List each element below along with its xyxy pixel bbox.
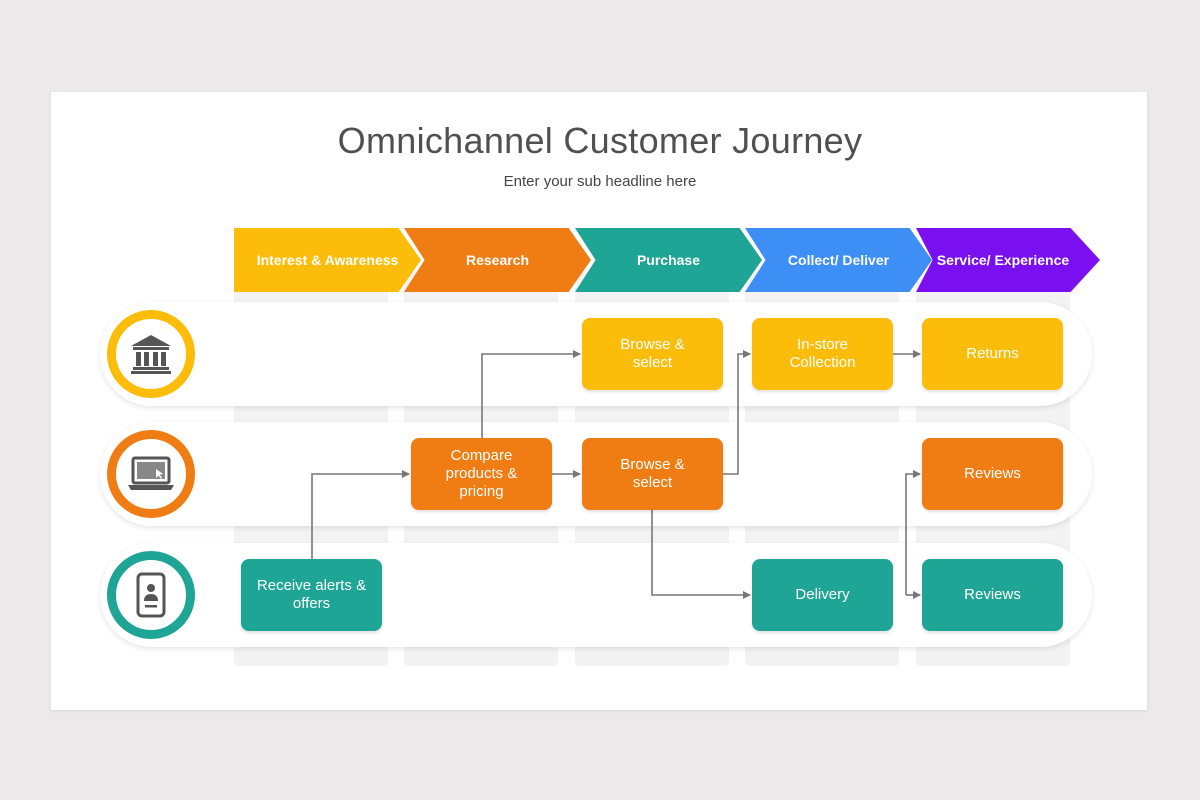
stage-label: Service/ Experience — [936, 252, 1070, 268]
box-instore-collection: In-store Collection — [752, 318, 893, 390]
box-label: Returns — [966, 345, 1019, 362]
box-label: Reviews — [964, 586, 1021, 603]
stage-label: Research — [465, 252, 530, 268]
lane-icon-web — [107, 430, 195, 518]
bank-icon — [131, 335, 171, 374]
box-label: Reviews — [964, 465, 1021, 482]
box-label: Browse & select — [620, 336, 685, 371]
laptop-icon — [128, 456, 174, 490]
stage-arrow-interest: Interest & Awareness — [234, 228, 421, 292]
connector-web-browse-to-delivery — [651, 510, 751, 599]
stage-label: Interest & Awareness — [256, 252, 399, 268]
connector-compare-to-store-browse — [481, 350, 581, 438]
page-title: Omnichannel Customer Journey — [337, 120, 863, 161]
box-mobile-reviews: Reviews — [922, 559, 1063, 631]
lane-icon-mobile — [107, 551, 195, 639]
box-label: In-store Collection — [789, 336, 856, 371]
connector-web-browse-to-collection — [722, 350, 751, 475]
box-returns: Returns — [922, 318, 1063, 390]
box-delivery: Delivery — [752, 559, 893, 631]
mobile-user-icon — [136, 572, 166, 618]
lane-icon-store — [107, 310, 195, 398]
stage-arrow-collect: Collect/ Deliver — [745, 228, 932, 292]
stage-label: Purchase — [636, 252, 701, 268]
stage-arrow-research: Research — [404, 228, 591, 292]
page-subtitle: Enter your sub headline here — [503, 173, 697, 190]
box-store-browse-select: Browse & select — [582, 318, 723, 390]
box-compare-products: Compare products & pricing — [411, 438, 552, 510]
box-label: Delivery — [795, 586, 850, 603]
box-receive-alerts: Receive alerts & offers — [241, 559, 382, 631]
box-label: Receive alerts & offers — [256, 577, 367, 612]
stage-label: Collect/ Deliver — [787, 252, 890, 268]
box-label: Browse & select — [620, 456, 685, 491]
stage-arrow-purchase: Purchase — [575, 228, 762, 292]
connector-delivery-to-web-reviews — [905, 470, 921, 595]
box-label: Compare products & pricing — [445, 447, 518, 500]
box-web-reviews: Reviews — [922, 438, 1063, 510]
connector-alerts-to-compare — [311, 470, 410, 559]
box-web-browse-select: Browse & select — [582, 438, 723, 510]
stage-arrow-service: Service/ Experience — [916, 228, 1100, 292]
